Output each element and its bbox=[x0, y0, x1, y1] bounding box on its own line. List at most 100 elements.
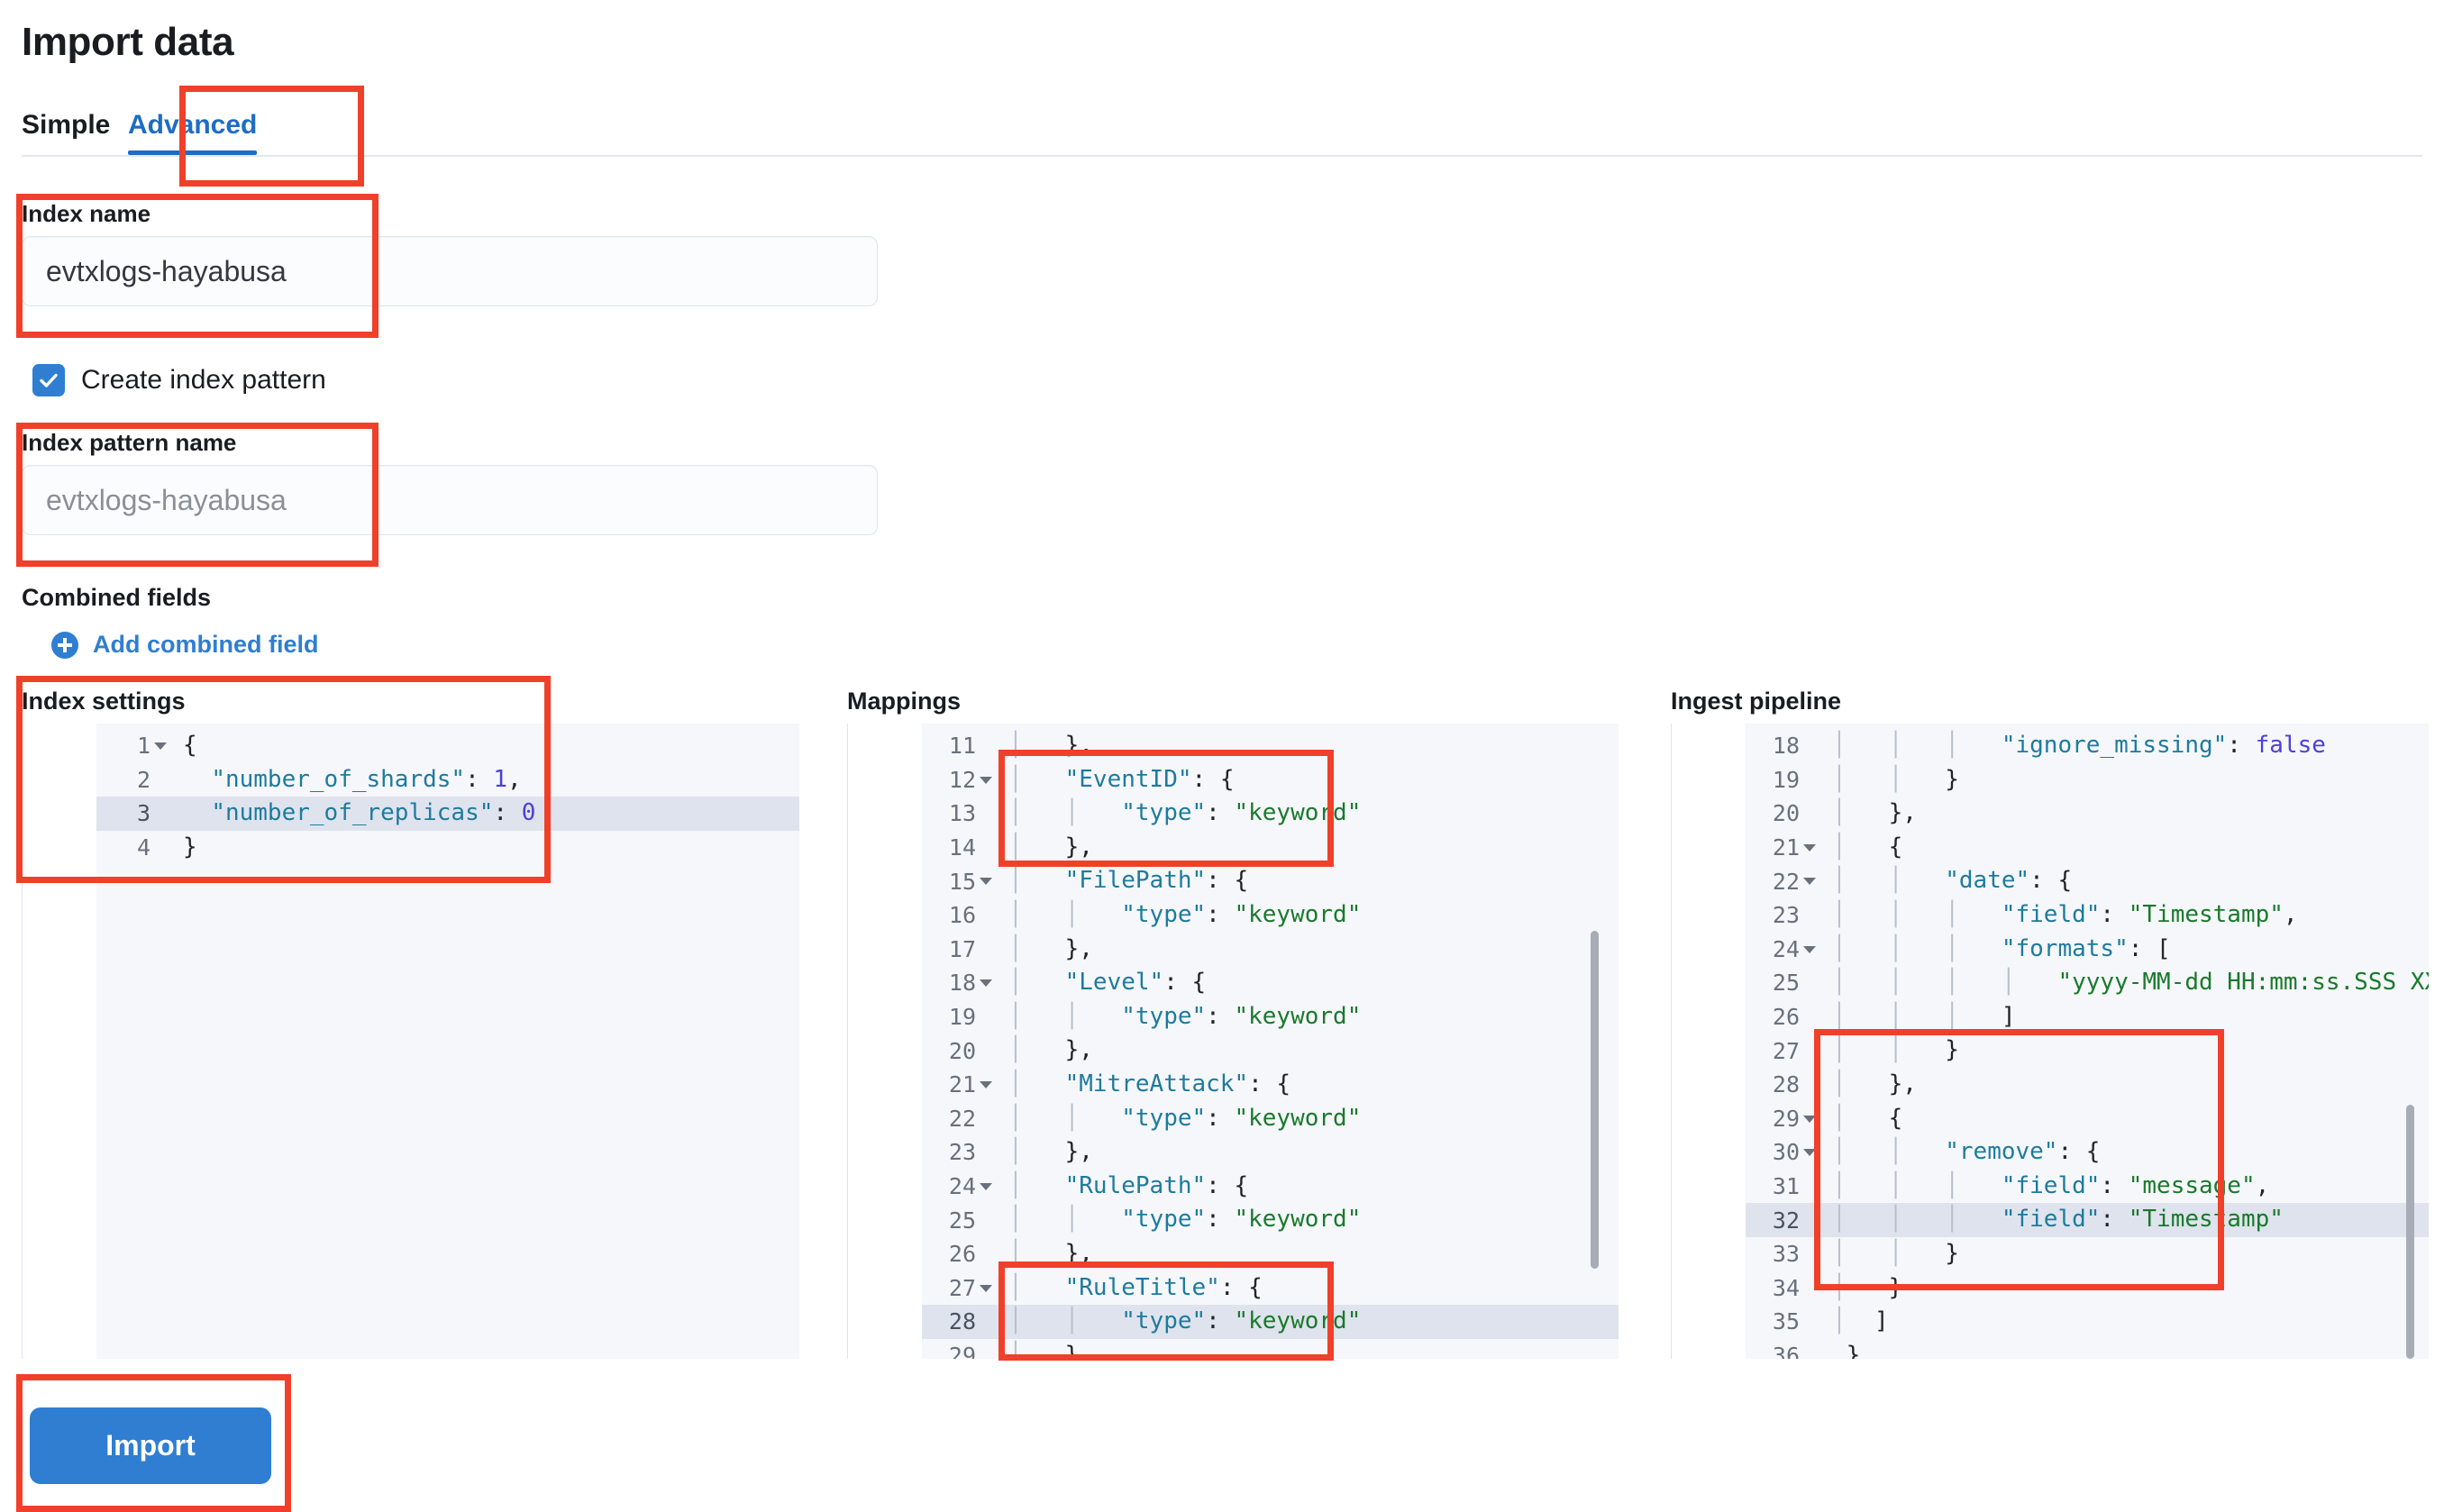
code-line-text: │ │ "type": "keyword" bbox=[1008, 1206, 1362, 1234]
code-line-text: │ ] bbox=[1832, 1307, 1889, 1335]
checkbox-checked-icon[interactable] bbox=[32, 364, 65, 396]
import-button[interactable]: Import bbox=[30, 1407, 271, 1484]
code-line[interactable]: 15│ "FilePath": { bbox=[922, 864, 1619, 898]
line-number: 34 bbox=[1772, 1274, 1800, 1301]
editor-gutter bbox=[23, 724, 96, 1359]
editor-code-area[interactable]: 1{2 "number_of_shards": 1,3 "number_of_r… bbox=[96, 724, 799, 1359]
code-line[interactable]: 25│ │ │ │ "yyyy-MM-dd HH:mm:ss.SSS XXX" bbox=[1746, 966, 2429, 1000]
code-line-text: │ "MitreAttack": { bbox=[1008, 1070, 1291, 1098]
code-line[interactable]: 32│ │ │ "field": "Timestamp" bbox=[1746, 1203, 2429, 1237]
code-line[interactable]: 12│ "EventID": { bbox=[922, 763, 1619, 797]
code-line-text: } bbox=[1846, 1341, 1861, 1359]
code-line[interactable]: 11│ }, bbox=[922, 729, 1619, 763]
fold-arrow-icon[interactable] bbox=[1803, 945, 1816, 953]
index-name-input[interactable]: evtxlogs-hayabusa bbox=[22, 236, 878, 306]
line-number: 27 bbox=[1772, 1037, 1800, 1064]
code-line[interactable]: 28│ │ "type": "keyword" bbox=[922, 1305, 1619, 1339]
code-line-text: │ "RulePath": { bbox=[1008, 1171, 1249, 1199]
pipeline-vertical-scrollbar[interactable] bbox=[2406, 1105, 2414, 1359]
code-line-text: │ }, bbox=[1832, 799, 1917, 827]
mappings-vertical-scrollbar[interactable] bbox=[1591, 931, 1599, 1269]
fold-arrow-icon[interactable] bbox=[1803, 1149, 1816, 1157]
line-number: 16 bbox=[948, 902, 976, 929]
code-line[interactable]: 16│ │ "type": "keyword" bbox=[922, 898, 1619, 933]
code-line[interactable]: 27│ │ } bbox=[1746, 1034, 2429, 1068]
create-index-pattern-checkbox-row[interactable]: Create index pattern bbox=[32, 364, 326, 396]
code-line[interactable]: 27│ "RuleTitle": { bbox=[922, 1271, 1619, 1306]
fold-arrow-icon[interactable] bbox=[154, 742, 167, 750]
index-pattern-name-input[interactable]: evtxlogs-hayabusa bbox=[22, 465, 878, 535]
code-line[interactable]: 29│ { bbox=[1746, 1102, 2429, 1136]
code-line-text: │ │ │ "field": "Timestamp", bbox=[1832, 901, 2298, 928]
line-number: 19 bbox=[1772, 766, 1800, 793]
fold-arrow-icon[interactable] bbox=[980, 776, 992, 784]
code-line[interactable]: 25│ │ "type": "keyword" bbox=[922, 1203, 1619, 1237]
code-line-text: │ }, bbox=[1008, 1036, 1093, 1064]
code-line[interactable]: 13│ │ "type": "keyword" bbox=[922, 797, 1619, 831]
line-number: 1 bbox=[136, 733, 150, 760]
tab-bar: Simple Advanced bbox=[22, 95, 2422, 157]
code-line-text: "number_of_replicas": 0 bbox=[211, 799, 536, 827]
code-line[interactable]: 24│ │ │ "formats": [ bbox=[1746, 933, 2429, 967]
mappings-title: Mappings bbox=[847, 688, 961, 715]
line-number: 14 bbox=[948, 834, 976, 861]
code-line-text: │ { bbox=[1832, 833, 1903, 861]
editor-code-area[interactable]: 11│ },12│ "EventID": {13│ │ "type": "key… bbox=[922, 724, 1619, 1359]
tab-advanced[interactable]: Advanced bbox=[128, 95, 258, 155]
line-number: 35 bbox=[1772, 1308, 1800, 1335]
code-line[interactable]: 20│ }, bbox=[922, 1034, 1619, 1068]
fold-arrow-icon[interactable] bbox=[980, 1081, 992, 1088]
add-combined-field-link[interactable]: Add combined field bbox=[51, 631, 319, 659]
code-line[interactable]: 1{ bbox=[96, 729, 799, 763]
code-line[interactable]: 33│ │ } bbox=[1746, 1237, 2429, 1271]
fold-arrow-icon[interactable] bbox=[980, 878, 992, 886]
line-number: 27 bbox=[948, 1274, 976, 1301]
fold-arrow-icon[interactable] bbox=[980, 1284, 992, 1292]
code-line[interactable]: 19│ │ } bbox=[1746, 763, 2429, 797]
code-line[interactable]: 22│ │ "type": "keyword" bbox=[922, 1102, 1619, 1136]
code-line[interactable]: 29│ }, bbox=[922, 1339, 1619, 1359]
fold-arrow-icon[interactable] bbox=[1803, 843, 1816, 852]
tab-simple[interactable]: Simple bbox=[22, 110, 111, 140]
code-line[interactable]: 30│ │ "remove": { bbox=[1746, 1135, 2429, 1170]
code-line[interactable]: 18│ │ │ "ignore_missing": false bbox=[1746, 729, 2429, 763]
code-line[interactable]: 26│ │ │ ] bbox=[1746, 1000, 2429, 1034]
mappings-editor[interactable]: 11│ },12│ "EventID": {13│ │ "type": "key… bbox=[847, 724, 1619, 1359]
fold-arrow-icon[interactable] bbox=[1803, 1115, 1816, 1123]
code-line[interactable]: 24 │ "RulePath": { bbox=[922, 1170, 1619, 1204]
code-line-text: │ │ "remove": { bbox=[1832, 1138, 2101, 1166]
code-line[interactable]: 4} bbox=[96, 831, 799, 865]
code-line[interactable]: 18│ "Level": { bbox=[922, 966, 1619, 1000]
code-line-text: │ │ │ │ "yyyy-MM-dd HH:mm:ss.SSS XXX" bbox=[1832, 969, 2429, 997]
code-line[interactable]: 20│ }, bbox=[1746, 797, 2429, 831]
code-line[interactable]: 35 │ ] bbox=[1746, 1305, 2429, 1339]
fold-arrow-icon[interactable] bbox=[980, 1182, 992, 1190]
code-line[interactable]: 23│ │ │ "field": "Timestamp", bbox=[1746, 898, 2429, 933]
code-line[interactable]: 21│ "MitreAttack": { bbox=[922, 1068, 1619, 1102]
code-line[interactable]: 22│ │ "date": { bbox=[1746, 864, 2429, 898]
add-combined-field-label: Add combined field bbox=[93, 631, 319, 658]
code-line[interactable]: 28│ }, bbox=[1746, 1068, 2429, 1102]
code-line[interactable]: 14│ }, bbox=[922, 831, 1619, 865]
ingest-pipeline-title: Ingest pipeline bbox=[1671, 688, 1842, 715]
code-line[interactable]: 17│ }, bbox=[922, 933, 1619, 967]
line-number: 3 bbox=[136, 800, 150, 827]
code-line-text: │ }, bbox=[1832, 1070, 1917, 1098]
code-line[interactable]: 19│ │ "type": "keyword" bbox=[922, 1000, 1619, 1034]
code-line[interactable]: 26│ }, bbox=[922, 1237, 1619, 1271]
code-line[interactable]: 3 "number_of_replicas": 0 bbox=[96, 797, 799, 831]
code-line[interactable]: 23│ }, bbox=[922, 1135, 1619, 1170]
fold-arrow-icon[interactable] bbox=[980, 979, 992, 988]
code-line[interactable]: 34│ } bbox=[1746, 1271, 2429, 1306]
code-line[interactable]: 31│ │ │ "field": "message", bbox=[1746, 1170, 2429, 1204]
line-number: 24 bbox=[948, 1173, 976, 1200]
line-number: 21 bbox=[1772, 834, 1800, 861]
code-line[interactable]: 21 │ { bbox=[1746, 831, 2429, 865]
fold-arrow-icon[interactable] bbox=[1803, 878, 1816, 886]
code-line[interactable]: 36 } bbox=[1746, 1339, 2429, 1359]
code-line[interactable]: 2 "number_of_shards": 1, bbox=[96, 763, 799, 797]
index-settings-editor[interactable]: 1{2 "number_of_shards": 1,3 "number_of_r… bbox=[22, 724, 799, 1359]
index-settings-title: Index settings bbox=[22, 688, 186, 715]
